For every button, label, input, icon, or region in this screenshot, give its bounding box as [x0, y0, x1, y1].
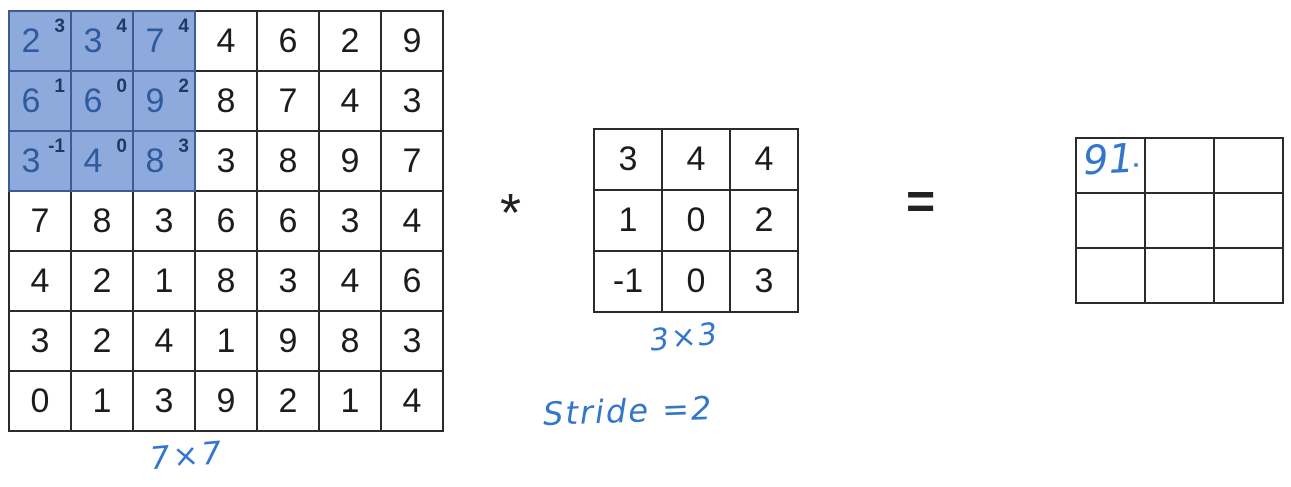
- matrix-cell: 9: [194, 370, 258, 432]
- matrix-cell: 0: [661, 250, 731, 313]
- cell-value: 2: [21, 21, 41, 60]
- matrix-cell: 3: [380, 310, 444, 372]
- matrix-cell: 3: [318, 190, 382, 252]
- overlay-superscript: 4: [116, 16, 127, 37]
- matrix-cell: [1075, 247, 1146, 304]
- matrix-cell: 1: [132, 250, 196, 312]
- matrix-cell: 9: [318, 130, 382, 192]
- matrix-cell: 8: [256, 130, 320, 192]
- matrix-cell: 0: [661, 189, 731, 252]
- matrix-cell: [1144, 247, 1215, 304]
- overlay-superscript: 2: [178, 76, 189, 97]
- cell-value: 6: [83, 81, 103, 120]
- matrix-cell: 2: [256, 370, 320, 432]
- highlighted-cell: 3 -1: [8, 130, 72, 192]
- matrix-cell: 1: [194, 310, 258, 372]
- matrix-cell: [1213, 192, 1284, 249]
- cell-value: 4: [83, 141, 103, 180]
- matrix-cell: 1: [70, 370, 134, 432]
- overlay-superscript: 0: [116, 136, 127, 157]
- input-size-label: 7×7: [148, 434, 226, 478]
- matrix-cell: 9: [256, 310, 320, 372]
- overlay-superscript: 3: [54, 16, 65, 37]
- handwritten-result: 91: [1081, 135, 1136, 185]
- matrix-cell: 2: [70, 250, 134, 312]
- matrix-cell: 4: [380, 370, 444, 432]
- matrix-cell: 3: [729, 250, 799, 313]
- matrix-cell: 3: [256, 250, 320, 312]
- matrix-cell: 4: [661, 128, 731, 191]
- matrix-cell: 6: [194, 190, 258, 252]
- matrix-cell: 8: [194, 70, 258, 132]
- matrix-cell: 7: [256, 70, 320, 132]
- cell-value: 6: [21, 81, 41, 120]
- matrix-cell: 8: [194, 250, 258, 312]
- matrix-cell: [1213, 137, 1284, 194]
- overlay-superscript: 4: [178, 16, 189, 37]
- matrix-cell: [1213, 247, 1284, 304]
- kernel-size-label: 3×3: [648, 316, 721, 359]
- matrix-cell: 91: [1075, 135, 1146, 194]
- matrix-cell: 2: [70, 310, 134, 372]
- equals-sign: =: [906, 173, 936, 229]
- matrix-cell: 4: [729, 128, 799, 191]
- cell-value: 8: [145, 141, 165, 180]
- matrix-cell: 4: [318, 70, 382, 132]
- cell-value: 9: [145, 81, 165, 120]
- cell-value: 3: [21, 141, 41, 180]
- cell-value: 7: [145, 21, 165, 60]
- matrix-cell: [1144, 137, 1215, 194]
- matrix-cell: 1: [318, 370, 382, 432]
- overlay-superscript: 0: [116, 76, 127, 97]
- matrix-cell: 8: [318, 310, 382, 372]
- pen-dot: [1134, 163, 1138, 167]
- matrix-cell: 6: [256, 190, 320, 252]
- matrix-cell: 6: [256, 10, 320, 72]
- matrix-cell: 3: [593, 128, 663, 191]
- matrix-cell: 4: [194, 10, 258, 72]
- overlay-superscript: -1: [48, 136, 65, 157]
- matrix-cell: 2: [729, 189, 799, 252]
- matrix-cell: 3: [132, 370, 196, 432]
- matrix-cell: 0: [8, 370, 72, 432]
- matrix-cell: 8: [70, 190, 134, 252]
- matrix-cell: 3: [8, 310, 72, 372]
- matrix-cell: 4: [132, 310, 196, 372]
- matrix-cell: 3: [380, 70, 444, 132]
- matrix-cell: [1075, 192, 1146, 249]
- matrix-cell: 9: [380, 10, 444, 72]
- matrix-cell: 4: [8, 250, 72, 312]
- stride-label: Stride =2: [542, 389, 714, 433]
- matrix-cell: 4: [380, 190, 444, 252]
- matrix-cell: 2: [318, 10, 382, 72]
- output-matrix-3x3: 91: [1075, 135, 1284, 304]
- matrix-cell: 7: [380, 130, 444, 192]
- cell-value: 3: [83, 21, 103, 60]
- matrix-cell: 4: [318, 250, 382, 312]
- convolution-operator: *: [500, 183, 522, 243]
- matrix-cell: 1: [593, 189, 663, 252]
- matrix-cell: 3: [194, 130, 258, 192]
- overlay-superscript: 3: [178, 136, 189, 157]
- matrix-cell: [1144, 192, 1215, 249]
- overlay-superscript: 1: [54, 76, 65, 97]
- matrix-cell: 3: [132, 190, 196, 252]
- matrix-cell: 6: [380, 250, 444, 312]
- matrix-cell: 7: [8, 190, 72, 252]
- matrix-cell: -1: [593, 250, 663, 313]
